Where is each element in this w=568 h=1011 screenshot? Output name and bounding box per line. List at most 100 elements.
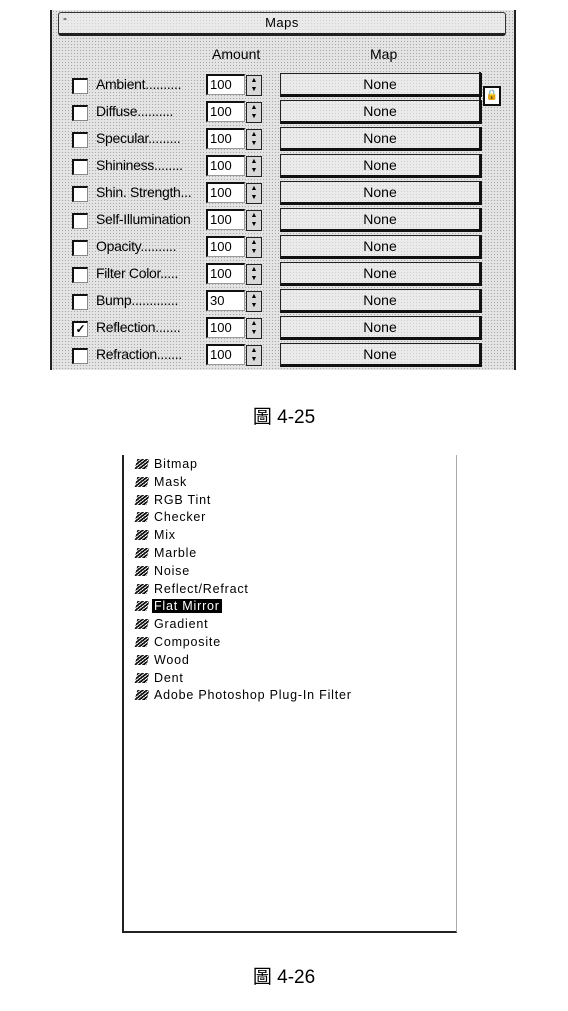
- amount-column-header: Amount: [212, 46, 261, 62]
- map-type-icon: [134, 548, 150, 558]
- map-type-item[interactable]: Composite: [134, 635, 223, 653]
- map-assign-button[interactable]: None: [280, 316, 482, 340]
- map-type-label: RGB Tint: [154, 492, 212, 507]
- map-type-icon: [134, 654, 150, 665]
- map-enable-checkbox[interactable]: [72, 132, 88, 148]
- spinner-arrows-icon[interactable]: ▲▼: [246, 345, 262, 366]
- map-assign-button[interactable]: None: [280, 154, 482, 178]
- map-type-item[interactable]: Flat Mirror: [134, 599, 222, 617]
- map-type-item[interactable]: Adobe Photoshop Plug-In Filter: [134, 688, 354, 706]
- map-assign-button[interactable]: None: [280, 73, 482, 97]
- map-row: ✓ Reflection....... 100▲▼ None: [52, 316, 512, 341]
- map-type-label: Reflect/Refract: [154, 581, 249, 596]
- map-type-item[interactable]: Noise: [134, 563, 192, 582]
- map-row: Refraction.......100▲▼None: [52, 343, 512, 368]
- map-enable-checkbox[interactable]: [72, 348, 88, 364]
- map-enable-checkbox[interactable]: [72, 213, 88, 229]
- map-assign-button[interactable]: None: [280, 262, 482, 286]
- map-row: Shininess........100▲▼None: [52, 154, 512, 179]
- amount-field[interactable]: 100: [206, 263, 245, 284]
- map-type-icon: [134, 476, 150, 487]
- map-channel-label: Reflection.......: [96, 319, 181, 335]
- map-channel-label: Opacity..........: [96, 238, 177, 254]
- map-type-label: Dent: [154, 670, 184, 685]
- spinner-arrows-icon[interactable]: ▲▼: [246, 318, 262, 339]
- map-type-item[interactable]: Wood: [134, 653, 192, 671]
- map-type-item[interactable]: Mix: [134, 528, 178, 546]
- map-type-label: Marble: [154, 546, 198, 560]
- map-enable-checkbox[interactable]: [72, 240, 88, 256]
- amount-field[interactable]: 100: [206, 155, 245, 176]
- map-row: Ambient.......... 100▲▼ None: [52, 73, 512, 98]
- map-type-item[interactable]: Bitmap: [134, 457, 200, 475]
- map-enable-checkbox[interactable]: [72, 186, 88, 202]
- spinner-arrows-icon[interactable]: ▲▼: [246, 291, 262, 312]
- map-enable-checkbox[interactable]: [72, 78, 88, 94]
- map-assign-button[interactable]: None: [280, 100, 482, 124]
- amount-field[interactable]: 100: [206, 128, 245, 149]
- amount-field[interactable]: 30: [206, 290, 245, 311]
- map-type-label: Checker: [154, 510, 207, 525]
- map-type-label: Noise: [154, 563, 190, 578]
- map-channel-label: Self-Illumination: [96, 211, 191, 227]
- maps-rollout-header[interactable]: - Maps: [58, 11, 506, 36]
- spinner-arrows-icon[interactable]: ▲▼: [246, 156, 262, 177]
- map-assign-button[interactable]: None: [280, 289, 482, 313]
- map-enable-checkbox[interactable]: [72, 105, 88, 121]
- map-channel-label: Filter Color.....: [96, 265, 179, 281]
- map-channel-label: Specular.........: [96, 130, 181, 146]
- map-type-label: Bitmap: [154, 457, 198, 471]
- amount-field[interactable]: 100: [206, 317, 245, 338]
- map-channel-label: Ambient..........: [96, 76, 182, 92]
- map-type-label: Adobe Photoshop Plug-In Filter: [154, 688, 352, 703]
- amount-field[interactable]: 100: [206, 182, 245, 203]
- map-assign-button[interactable]: None: [280, 181, 482, 205]
- spinner-arrows-icon[interactable]: ▲▼: [246, 183, 262, 204]
- map-type-item[interactable]: Dent: [134, 670, 186, 689]
- figure-caption-4-25: 圖 4-25: [252, 407, 316, 428]
- map-type-item[interactable]: Reflect/Refract: [134, 581, 251, 600]
- spinner-arrows-icon[interactable]: ▲▼: [246, 129, 262, 150]
- map-enable-checkbox[interactable]: [72, 267, 88, 283]
- map-type-icon: [134, 494, 150, 505]
- map-row: Filter Color..... 100▲▼ None: [52, 262, 512, 287]
- map-enable-checkbox[interactable]: [72, 294, 88, 310]
- map-type-item[interactable]: Gradient: [134, 617, 210, 635]
- map-type-item[interactable]: Marble: [134, 546, 199, 564]
- map-assign-button[interactable]: None: [280, 235, 482, 259]
- collapse-icon[interactable]: -: [63, 11, 67, 25]
- map-type-icon: [134, 512, 150, 523]
- map-type-item[interactable]: RGB Tint: [134, 492, 213, 511]
- map-type-icon: [134, 459, 150, 469]
- map-type-icon: [134, 530, 150, 541]
- spinner-arrows-icon[interactable]: ▲▼: [246, 102, 262, 123]
- map-assign-button[interactable]: None: [280, 343, 482, 367]
- map-assign-button[interactable]: None: [280, 127, 482, 151]
- map-assign-button[interactable]: None: [280, 208, 482, 232]
- maps-rollout-panel: - Maps Amount Map 🔒 Ambient.......... 100…: [50, 10, 516, 370]
- map-channel-label: Diffuse..........: [96, 103, 174, 119]
- spinner-arrows-icon[interactable]: ▲▼: [246, 237, 262, 258]
- map-type-icon: [134, 672, 150, 683]
- map-type-label: Mask: [154, 474, 188, 489]
- map-type-item[interactable]: Checker: [134, 510, 208, 528]
- map-type-label: Mix: [154, 528, 176, 543]
- map-type-item[interactable]: Mask: [134, 474, 189, 493]
- map-type-icon: [134, 601, 150, 612]
- map-type-icon: [134, 690, 150, 701]
- amount-field[interactable]: 100: [206, 236, 245, 257]
- lock-icon[interactable]: 🔒: [483, 86, 501, 106]
- spinner-arrows-icon[interactable]: ▲▼: [246, 264, 262, 285]
- map-type-icon: [134, 565, 150, 576]
- spinner-arrows-icon[interactable]: ▲▼: [246, 210, 262, 231]
- map-enable-checkbox[interactable]: ✓: [72, 321, 88, 337]
- map-type-label: Composite: [154, 635, 221, 649]
- amount-field[interactable]: 100: [206, 344, 245, 365]
- spinner-arrows-icon[interactable]: ▲▼: [246, 75, 262, 96]
- map-column-header: Map: [370, 46, 398, 62]
- amount-field[interactable]: 100: [206, 74, 245, 95]
- amount-field[interactable]: 100: [206, 101, 245, 122]
- amount-field[interactable]: 100: [206, 209, 245, 230]
- map-enable-checkbox[interactable]: [72, 159, 88, 175]
